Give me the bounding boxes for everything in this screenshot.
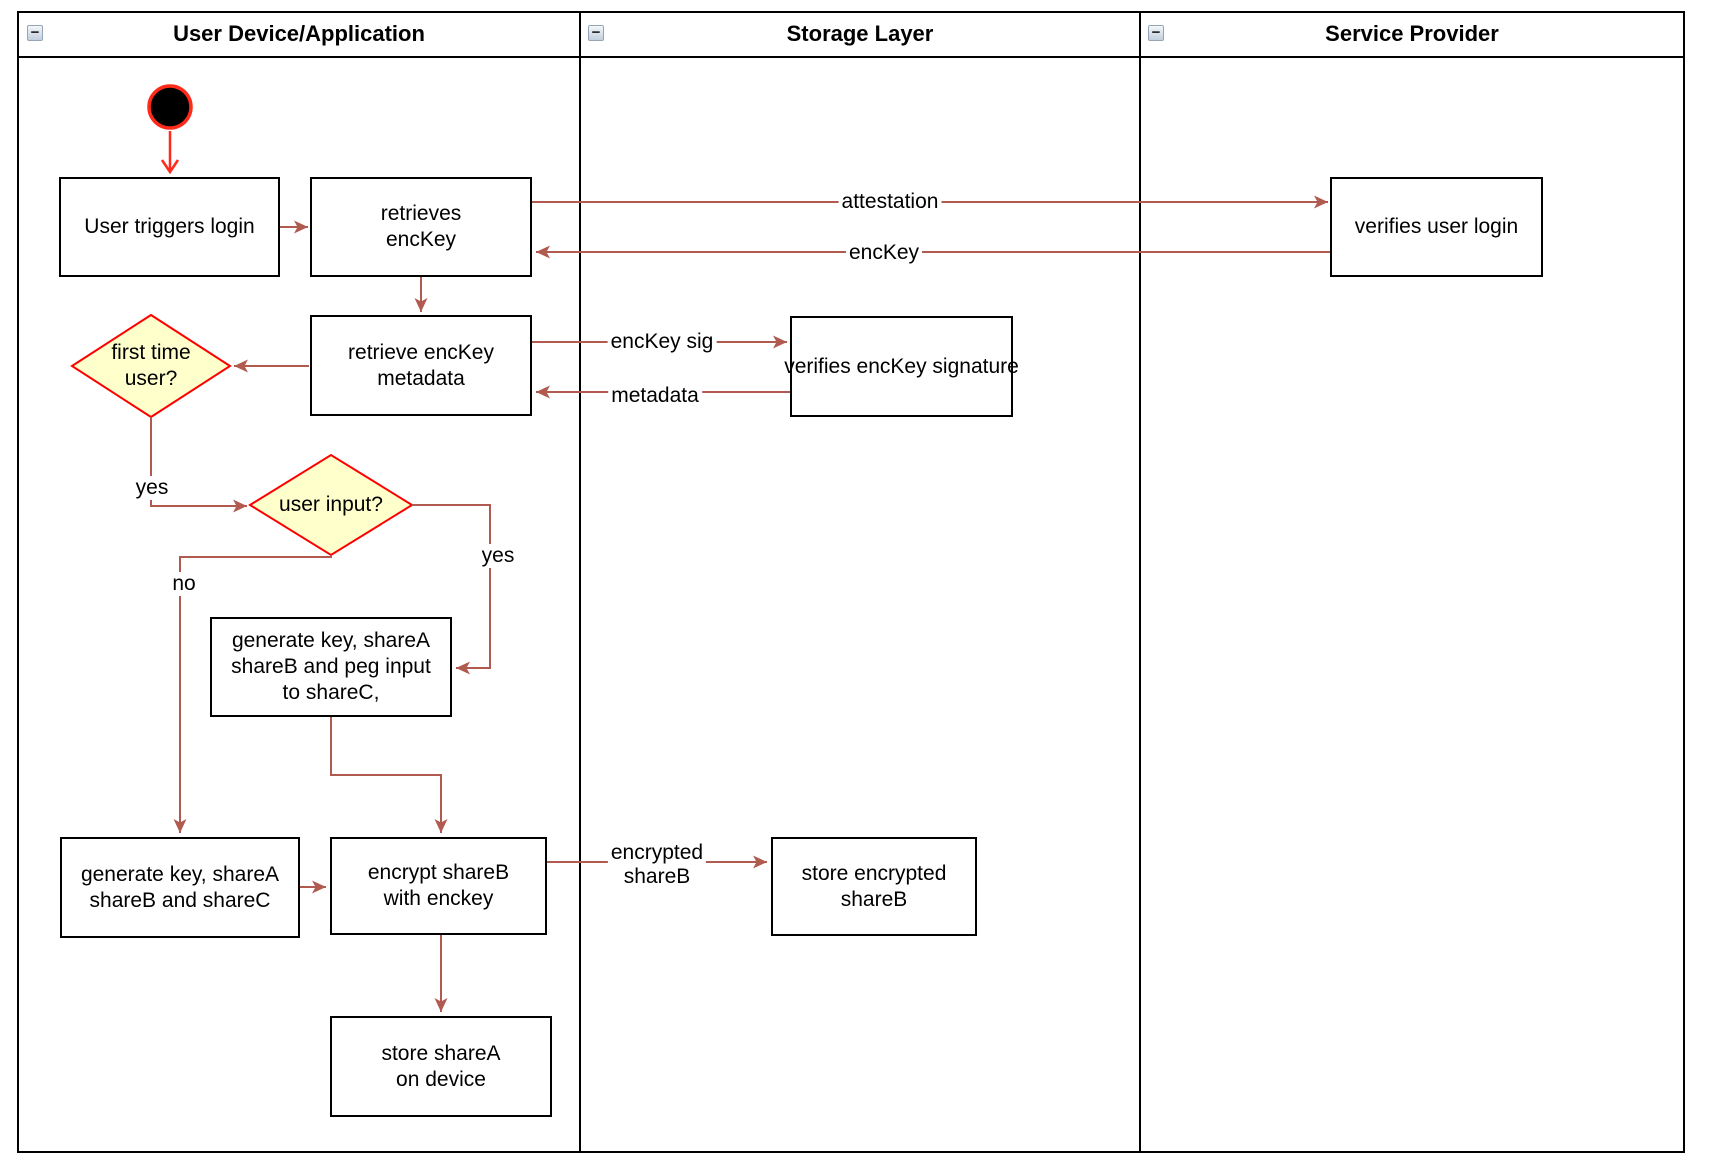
node-encrypt-shareb: encrypt shareB with enckey (330, 837, 547, 935)
minus-icon: − (591, 24, 601, 41)
edge-userinput-yes (412, 504, 491, 675)
node-verifies-enckey-signature: verifies encKey signature (784, 316, 1019, 417)
node-verifies-user-login: verifies user login (1330, 177, 1543, 277)
edge-label-yes-first-time: yes (132, 476, 172, 500)
edge-label-encrypted-shareb: encrypted shareB (607, 841, 707, 889)
edge-label-yes-user-input: yes (478, 544, 518, 568)
decision-first-time-user (70, 313, 232, 419)
edge-label-attestation: attestation (838, 190, 942, 214)
node-generate-key-shares: generate key, shareA shareB and shareC (60, 837, 300, 938)
collapse-lane-storage-layer-button[interactable]: − (588, 25, 604, 41)
start-node (147, 84, 193, 130)
edge-label-no-user-input: no (169, 572, 199, 596)
edge-label-enckey: encKey (845, 241, 923, 265)
node-store-encrypted-shareb: store encrypted shareB (771, 837, 977, 936)
edge-peg-to-encrypt (330, 717, 448, 833)
node-retrieves-enckey: retrieves encKey (310, 177, 532, 277)
edge-label-metadata: metadata (608, 384, 702, 408)
edge-firsttime-yes (150, 417, 247, 513)
node-user-triggers-login: User triggers login (59, 177, 280, 277)
node-store-sharea-on-device: store shareA on device (330, 1016, 552, 1117)
edge-label-enckey-sig: encKey sig (607, 330, 717, 354)
edge-userinput-no (173, 555, 332, 833)
collapse-lane-user-device-button[interactable]: − (27, 25, 43, 41)
node-retrieve-enckey-metadata: retrieve encKey metadata (310, 315, 532, 416)
decision-user-input (248, 453, 414, 557)
minus-icon: − (30, 24, 40, 41)
minus-icon: − (1151, 24, 1161, 41)
lane-title-user-device: User Device/Application (173, 21, 425, 46)
lane-title-service-provider: Service Provider (1325, 21, 1499, 46)
node-generate-key-peg-input: generate key, shareA shareB and peg inpu… (210, 617, 452, 717)
collapse-lane-service-provider-button[interactable]: − (1148, 25, 1164, 41)
lane-title-storage-layer: Storage Layer (786, 21, 934, 46)
pool-border (17, 11, 1685, 1153)
